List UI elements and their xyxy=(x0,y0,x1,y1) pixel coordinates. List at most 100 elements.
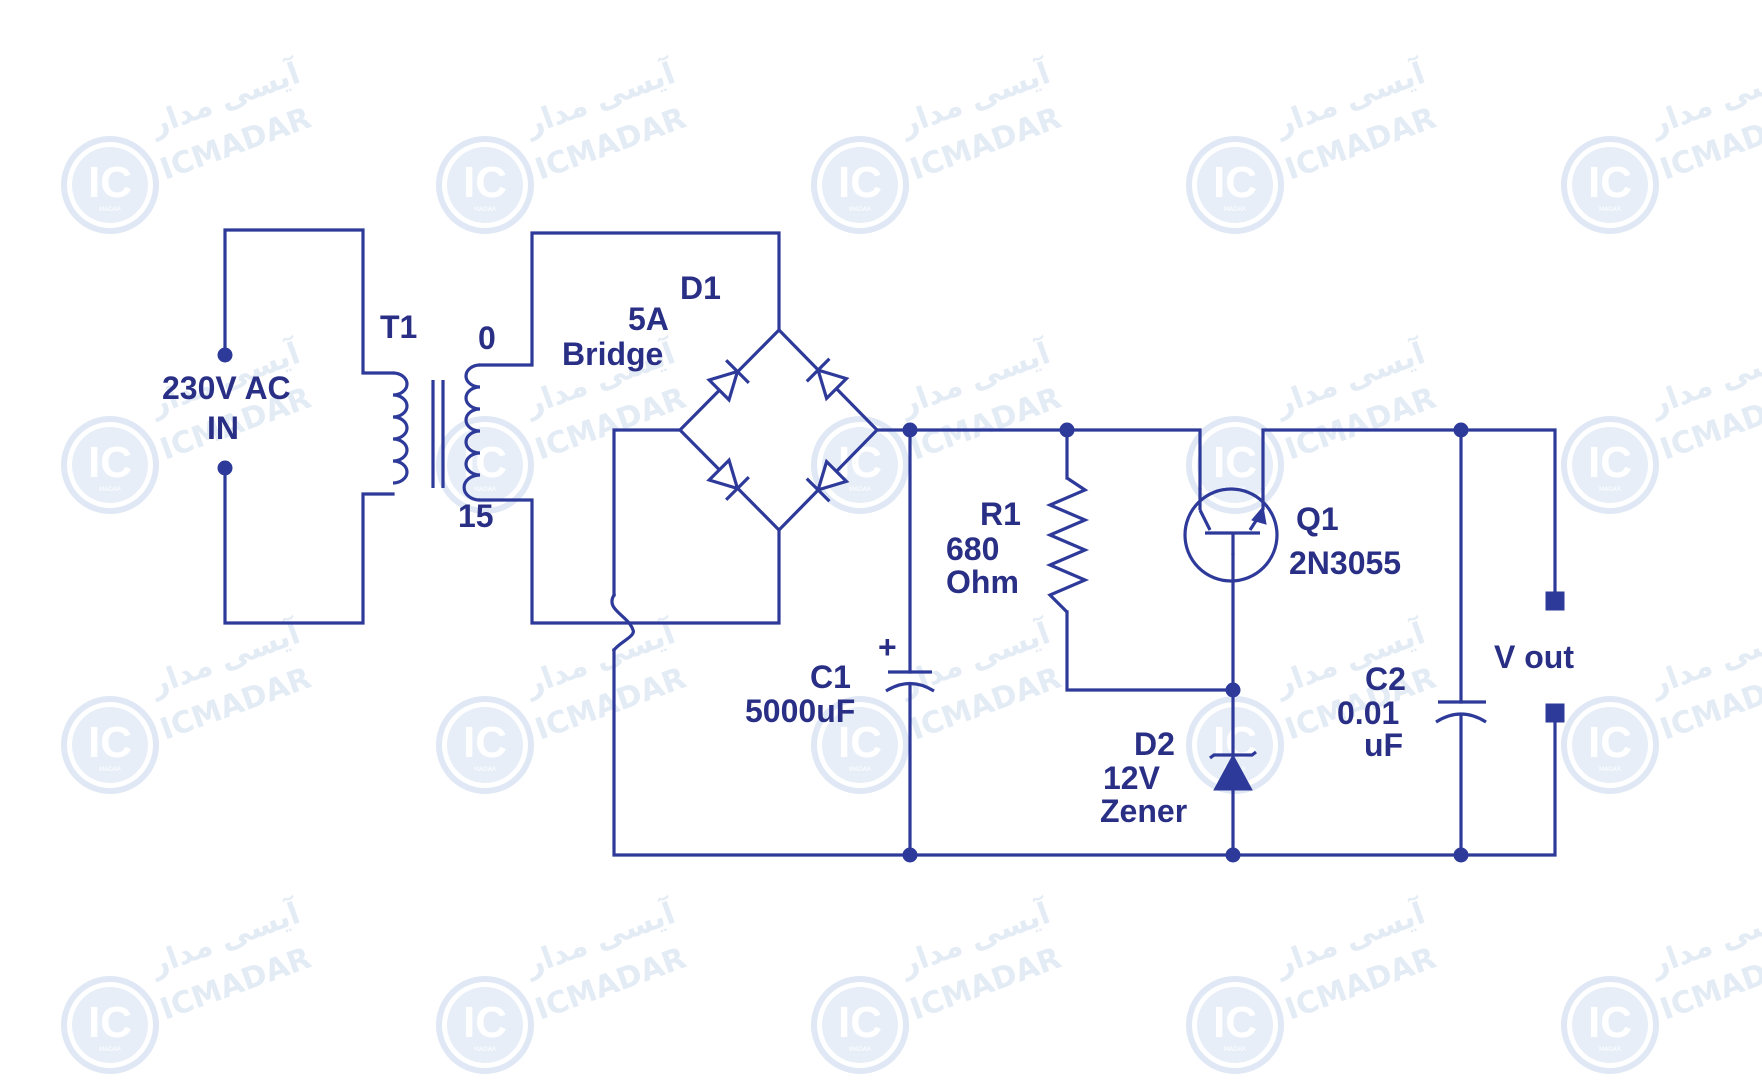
watermark-logo-core xyxy=(1197,987,1273,1063)
watermark-logo-subtext: MADAR xyxy=(99,1046,121,1053)
watermark-logo-subtext: MADAR xyxy=(474,486,496,493)
c2-value-label: 0.01 xyxy=(1337,695,1399,731)
c1-value-label: 5000uF xyxy=(745,693,855,729)
r1-unit-label: Ohm xyxy=(946,564,1019,600)
labels: 230V AC IN T1 0 15 D1 5A Bridge R1 680 O… xyxy=(162,270,1574,829)
watermark-logo-core xyxy=(1572,427,1648,503)
transistor-q1 xyxy=(1183,487,1279,583)
watermark-logo-text: IC xyxy=(463,158,507,207)
d2-value-label: 12V xyxy=(1103,760,1161,796)
watermark-logo-subtext: MADAR xyxy=(1599,1046,1621,1053)
watermark-logo-subtext: MADAR xyxy=(474,206,496,213)
r1-value-label: 680 xyxy=(946,531,999,567)
watermark-logo-text: IC xyxy=(88,158,132,207)
watermark-logo-subtext: MADAR xyxy=(1224,1046,1246,1053)
watermark-logo-text: IC xyxy=(1213,158,1257,207)
zener-diode-d2 xyxy=(1209,750,1257,791)
watermark-logo-subtext: MADAR xyxy=(849,766,871,773)
c2-unit-label: uF xyxy=(1364,727,1403,763)
watermark-logo-text: IC xyxy=(1588,998,1632,1047)
t1-label: T1 xyxy=(380,309,417,345)
watermark-logo-text: IC xyxy=(1213,438,1257,487)
watermark-logo-core xyxy=(1197,427,1273,503)
junction-dots xyxy=(217,347,1469,863)
watermark-logo-text: IC xyxy=(88,438,132,487)
vout-label: V out xyxy=(1494,639,1574,675)
watermark-logo-text: IC xyxy=(1588,158,1632,207)
watermark-logo-subtext: MADAR xyxy=(849,206,871,213)
d2-type-label: Zener xyxy=(1100,793,1187,829)
watermark-logo-core xyxy=(822,707,898,783)
capacitor-c2 xyxy=(1435,700,1487,724)
tap-bottom-label: 15 xyxy=(458,498,494,534)
watermark-logo-core xyxy=(1572,147,1648,223)
watermark-logo-subtext: MADAR xyxy=(474,1046,496,1053)
tap-top-label: 0 xyxy=(478,320,496,356)
watermark-logo-subtext: MADAR xyxy=(99,766,121,773)
watermark-logo-core xyxy=(1197,707,1273,783)
watermark-logo-core xyxy=(447,147,523,223)
watermark-logo-subtext: MADAR xyxy=(1599,766,1621,773)
watermark-logo-subtext: MADAR xyxy=(849,486,871,493)
watermark-logo-text: IC xyxy=(463,998,507,1047)
watermark-logo-subtext: MADAR xyxy=(1599,486,1621,493)
watermark-logo-text: IC xyxy=(88,998,132,1047)
watermark-logo-core xyxy=(72,987,148,1063)
watermark-logo-text: IC xyxy=(838,998,882,1047)
watermark-logo-core xyxy=(822,147,898,223)
watermark-logo-subtext: MADAR xyxy=(99,206,121,213)
watermark-logo-core xyxy=(72,707,148,783)
watermark-logo-core xyxy=(1572,987,1648,1063)
watermark-logo-text: IC xyxy=(838,158,882,207)
d2-name-label: D2 xyxy=(1134,726,1175,762)
resistor-r1 xyxy=(1045,476,1090,614)
c2-name-label: C2 xyxy=(1365,661,1406,697)
watermark-logo-core xyxy=(72,147,148,223)
capacitor-c1 xyxy=(885,670,935,693)
watermark-logo-core xyxy=(72,427,148,503)
watermark-logo-text: IC xyxy=(463,718,507,767)
watermark-logo-text: IC xyxy=(88,718,132,767)
watermark-logo-subtext: MADAR xyxy=(1224,206,1246,213)
watermark-logo-subtext: MADAR xyxy=(849,1046,871,1053)
q1-part-label: 2N3055 xyxy=(1289,545,1401,581)
watermark-logo-text: IC xyxy=(1213,998,1257,1047)
bridge-rectifier-d1 xyxy=(677,327,880,533)
d1-name-label: D1 xyxy=(680,270,721,306)
watermark-logo-core xyxy=(822,987,898,1063)
watermark-logo-core xyxy=(447,707,523,783)
watermark-logo-text: IC xyxy=(838,718,882,767)
r1-name-label: R1 xyxy=(980,496,1021,532)
watermark-logo-text: IC xyxy=(1588,438,1632,487)
watermark-logo-core xyxy=(447,987,523,1063)
watermark-logo-text: IC xyxy=(1588,718,1632,767)
c1-name-label: C1 xyxy=(810,659,851,695)
q1-name-label: Q1 xyxy=(1296,501,1339,537)
wires xyxy=(223,228,1557,857)
watermark-logo-subtext: MADAR xyxy=(474,766,496,773)
watermark-logo-subtext: MADAR xyxy=(99,486,121,493)
c1-polarity-label: + xyxy=(878,629,897,665)
d1-rating-label: 5A xyxy=(628,301,669,337)
